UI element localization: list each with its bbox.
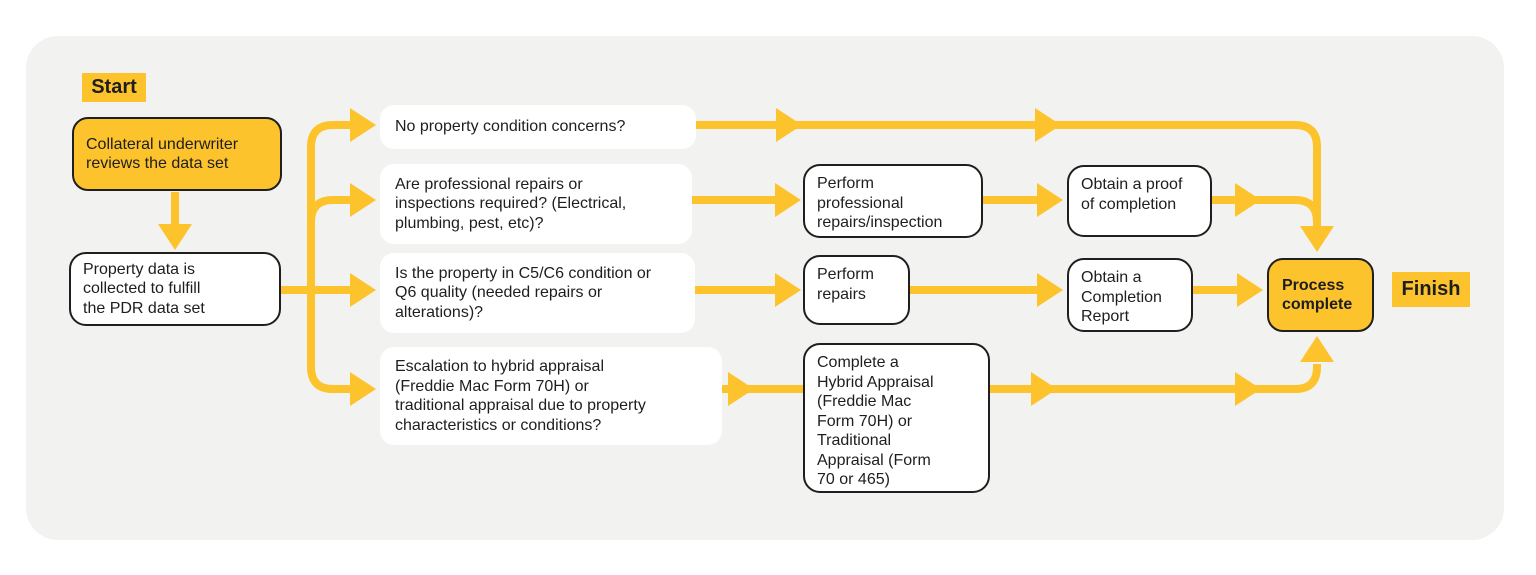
arrowhead-right-icon xyxy=(728,372,754,406)
arrowhead-right-icon xyxy=(1031,372,1057,406)
node-perform-professional-repairs: Perform professional repairs/inspection xyxy=(803,164,983,238)
node-question-escalation-appraisal: Escalation to hybrid appraisal (Freddie … xyxy=(380,347,722,445)
edge-trunk-down-row4 xyxy=(307,290,352,393)
arrowhead-right-icon xyxy=(350,183,376,217)
node-question-c5c6-condition: Is the property in C5/C6 condition or Q6… xyxy=(380,253,695,333)
node-process-complete: Process complete xyxy=(1267,258,1374,332)
node-perform-repairs: Perform repairs xyxy=(803,255,910,325)
node-collateral-underwriter: Collateral underwriter reviews the data … xyxy=(72,117,282,191)
edge-completeappraisal-to-processcomplete xyxy=(990,364,1321,393)
edge-obtainproof-to-merge xyxy=(1212,196,1321,223)
node-obtain-completion-report: Obtain a Completion Report xyxy=(1067,258,1193,332)
arrowhead-right-icon xyxy=(1235,183,1261,217)
arrowhead-right-icon xyxy=(350,273,376,307)
arrowhead-right-icon xyxy=(1035,108,1061,142)
finish-label: Finish xyxy=(1392,272,1470,307)
node-question-no-condition-concerns: No property condition concerns? xyxy=(380,105,696,149)
edge-row1-to-processcomplete xyxy=(696,121,1321,226)
arrowhead-down-icon xyxy=(158,224,192,250)
arrowheads xyxy=(158,108,1334,406)
arrowhead-right-icon xyxy=(1037,273,1063,307)
arrowhead-right-icon xyxy=(775,273,801,307)
start-label: Start xyxy=(82,73,146,102)
arrowhead-right-icon xyxy=(350,372,376,406)
arrowhead-right-icon xyxy=(776,108,802,142)
arrowhead-right-icon xyxy=(350,108,376,142)
arrowhead-right-icon xyxy=(775,183,801,217)
node-complete-hybrid-appraisal: Complete a Hybrid Appraisal (Freddie Mac… xyxy=(803,343,990,493)
arrowhead-down-icon xyxy=(1300,226,1334,252)
arrowhead-right-icon xyxy=(1037,183,1063,217)
node-property-data-collected: Property data is collected to fulfill th… xyxy=(69,252,281,326)
edge-branch-row2 xyxy=(307,196,352,223)
arrowhead-up-icon xyxy=(1300,336,1334,362)
arrowhead-right-icon xyxy=(1235,372,1261,406)
edge-trunk-up-row1 xyxy=(307,121,352,290)
node-question-professional-repairs: Are professional repairs or inspections … xyxy=(380,164,692,244)
arrowhead-right-icon xyxy=(1237,273,1263,307)
node-obtain-proof-of-completion: Obtain a proof of completion xyxy=(1067,165,1212,237)
